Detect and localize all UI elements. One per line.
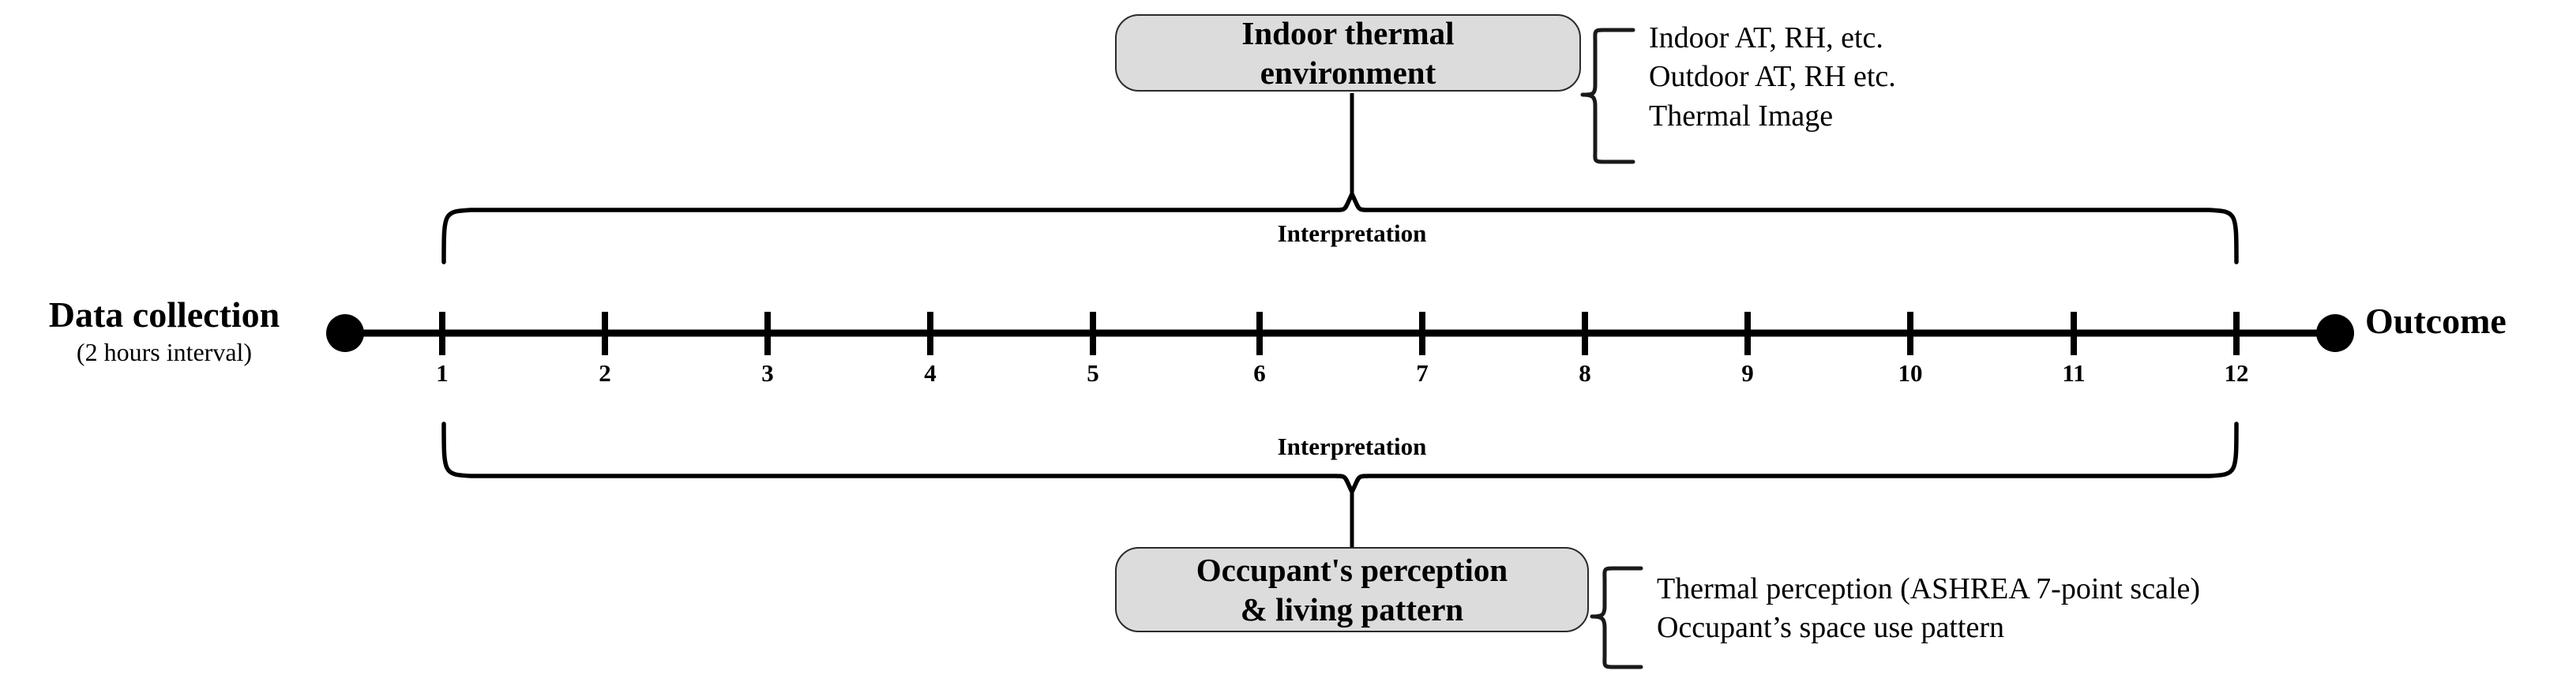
- indoor-measurement-list: Indoor AT, RH, etc. Outdoor AT, RH etc. …: [1649, 19, 1896, 136]
- tick-label-2: 2: [599, 359, 611, 387]
- indoor-thermal-environment-box: Indoor thermal environment: [1115, 14, 1581, 92]
- occupant-measurement-list: Thermal perception (ASHREA 7-point scale…: [1657, 570, 2200, 648]
- tick-label-9: 9: [1741, 359, 1754, 387]
- tick-label-4: 4: [924, 359, 937, 387]
- occupant-box-line-1: Occupant's perception: [1196, 551, 1508, 588]
- tick-label-5: 5: [1087, 359, 1099, 387]
- tick-label-6: 6: [1253, 359, 1266, 387]
- indoor-box-line-2: environment: [1260, 54, 1436, 91]
- tick-label-1: 1: [436, 359, 449, 387]
- top-list-bracket: [1580, 28, 1635, 164]
- data-collection-label: Data collection (2 hours interval): [6, 294, 322, 367]
- bottom-list-bracket: [1590, 566, 1643, 669]
- indoor-measurement-item-2: Outdoor AT, RH etc.: [1649, 60, 1896, 94]
- bottom-interpretation-label: Interpretation: [1277, 433, 1427, 460]
- tick-label-8: 8: [1579, 359, 1591, 387]
- occupant-perception-box: Occupant's perception & living pattern: [1115, 547, 1589, 632]
- tick-label-12: 12: [2224, 359, 2249, 387]
- timeline-start-dot: [326, 314, 364, 352]
- tick-label-11: 11: [2062, 359, 2086, 387]
- indoor-box-line-1: Indoor thermal: [1241, 14, 1455, 51]
- tick-label-7: 7: [1416, 359, 1429, 387]
- timeline-end-dot: [2316, 314, 2354, 352]
- occupant-measurement-item-1: Thermal perception (ASHREA 7-point scale…: [1657, 572, 2201, 605]
- top-interpretation-label: Interpretation: [1277, 219, 1427, 247]
- indoor-measurement-item-1: Indoor AT, RH, etc.: [1649, 21, 1883, 54]
- occupant-measurement-item-2: Occupant’s space use pattern: [1657, 611, 2004, 645]
- timeline-ticks: [439, 312, 2240, 355]
- data-collection-subtitle: (2 hours interval): [76, 338, 253, 367]
- tick-label-10: 10: [1898, 359, 1923, 387]
- data-collection-title: Data collection: [48, 294, 280, 335]
- occupant-box-line-2: & living pattern: [1240, 591, 1464, 628]
- indoor-measurement-item-3: Thermal Image: [1649, 99, 1834, 133]
- tick-label-3: 3: [761, 359, 774, 387]
- outcome-label: Outcome: [2365, 301, 2507, 341]
